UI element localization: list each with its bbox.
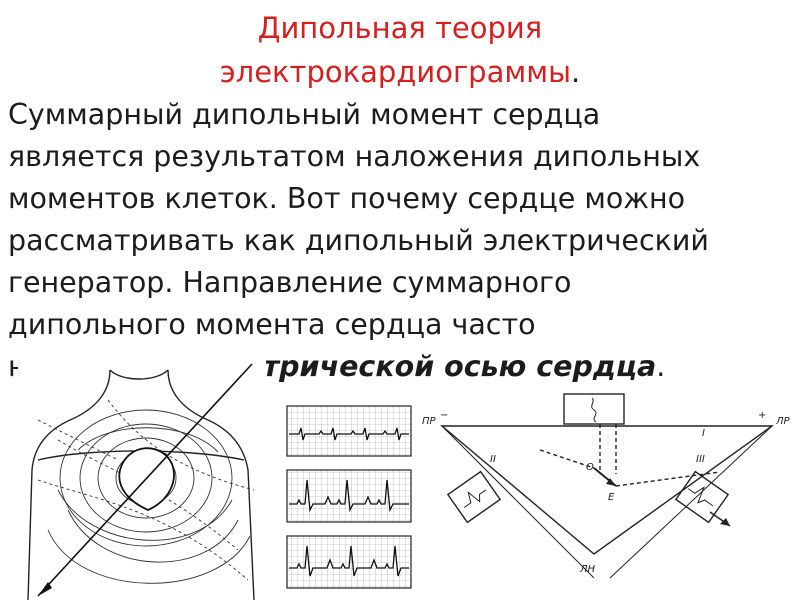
title-line-2: электрокардиограммы. bbox=[0, 50, 800, 94]
body-line-5: генератор. Направление суммарного bbox=[8, 266, 572, 299]
body-line-7-period: . bbox=[656, 350, 666, 383]
ecg-strip-1 bbox=[286, 405, 412, 457]
isopotential-line bbox=[37, 479, 249, 581]
torso-left-outline bbox=[27, 369, 111, 600]
body-line-7: нтрической осью сердца. bbox=[8, 346, 798, 388]
neck-outline bbox=[109, 369, 169, 380]
lead-iii-axis bbox=[609, 425, 773, 579]
ecg-strip-3 bbox=[286, 535, 412, 589]
electric-vector-arrowhead bbox=[606, 478, 616, 486]
title-line-2-text: электрокардиограммы bbox=[219, 55, 572, 89]
torso-right-outline bbox=[167, 369, 255, 600]
field-line bbox=[67, 509, 239, 563]
ecg-strip-2 bbox=[286, 469, 412, 523]
field-line bbox=[77, 427, 219, 453]
field-line bbox=[47, 529, 251, 584]
body-line-2: является результатом наложения дипольных bbox=[8, 140, 701, 173]
title-period: . bbox=[571, 55, 581, 89]
ecg-strips-drawing bbox=[286, 405, 412, 589]
lead-iii-ecg-box bbox=[674, 470, 730, 524]
ecg-strips-figure bbox=[285, 400, 415, 595]
galvanometer-trace bbox=[591, 397, 597, 423]
body-paragraph: Суммарный дипольный момент сердца являет… bbox=[8, 94, 798, 388]
field-line bbox=[57, 489, 233, 541]
label-center-o: O bbox=[586, 462, 594, 473]
label-lead-iii: III bbox=[696, 454, 705, 465]
electrical-axis-line bbox=[37, 363, 253, 597]
lead-ii-axis bbox=[441, 425, 595, 579]
field-line bbox=[59, 409, 233, 547]
label-plus-right: + bbox=[758, 410, 766, 421]
lead-ii-ecg-box bbox=[446, 470, 502, 524]
torso-dipole-figure bbox=[18, 360, 266, 600]
label-left-leg: ЛН bbox=[579, 564, 596, 575]
label-vector-e: E bbox=[608, 492, 615, 503]
label-lead-ii: II bbox=[490, 454, 496, 465]
isopotential-line bbox=[37, 419, 119, 461]
lead-iii-ecg-trace bbox=[688, 486, 714, 507]
einthoven-triangle-figure: ПР ЛР ЛН − + I II III O E bbox=[420, 388, 798, 596]
field-line bbox=[79, 423, 213, 533]
field-line bbox=[97, 437, 195, 519]
body-line-3: моментов клеток. Вот почему сердце можно bbox=[8, 182, 686, 215]
body-line-7-emphasis: трической осью сердца bbox=[262, 350, 657, 383]
galvanometer-box bbox=[563, 393, 625, 425]
label-minus-left: − bbox=[440, 410, 448, 421]
axis-arrowhead bbox=[38, 582, 52, 596]
label-left-arm: ЛР bbox=[775, 416, 791, 427]
label-lead-i: I bbox=[702, 428, 705, 439]
body-line-4: рассматривать как дипольный электрически… bbox=[8, 224, 709, 257]
lead-projection-line bbox=[615, 471, 721, 487]
lead-iii-arrowhead bbox=[720, 518, 730, 526]
label-right-arm: ПР bbox=[422, 416, 437, 427]
body-line-6: дипольного момента сердца часто bbox=[8, 308, 536, 341]
torso-dipole-drawing bbox=[27, 363, 255, 600]
title-line-1: Дипольная теория bbox=[257, 11, 543, 45]
lead-ii-ecg-trace bbox=[463, 489, 487, 508]
lead-projection-line bbox=[539, 449, 595, 469]
einthoven-triangle-drawing: ПР ЛР ЛН − + I II III O E bbox=[422, 393, 791, 579]
slide-title: Дипольная теория электрокардиограммы. bbox=[0, 6, 800, 94]
body-line-1: Суммарный дипольный момент сердца bbox=[8, 98, 601, 131]
